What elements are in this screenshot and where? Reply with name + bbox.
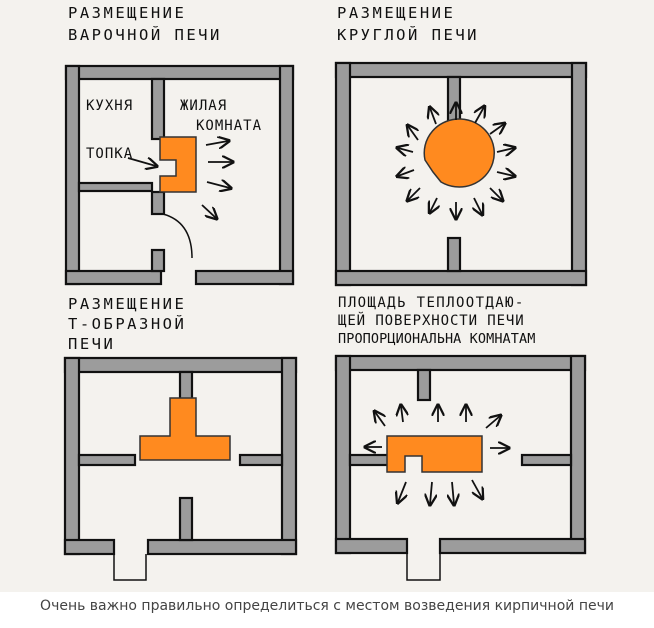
stove [386,435,483,473]
plan-title: ПЛОЩАДЬ ТЕПЛООТДАЮ- [338,295,525,311]
room-label-kitchen: КУХНЯ [86,98,134,114]
plan-proportional-stove [334,354,587,581]
wall [520,453,573,467]
arrow [489,187,502,200]
wall [63,538,116,556]
arrow [474,197,482,214]
arrow [452,481,454,504]
arrow [401,406,403,423]
arrow [430,197,437,212]
wall [146,538,298,556]
room-label-living: КОМНАТА [196,118,263,134]
arrow [496,148,514,152]
plan-title: КРУГЛОЙ ПЕЧИ [337,26,479,44]
plan-title: Т-ОБРАЗНОЙ [68,315,187,333]
arrow [398,148,414,152]
wall [334,61,588,79]
arrow [489,124,504,134]
plan-title: РАЗМЕЩЕНИЕ [68,295,187,313]
illustration-sheet [0,0,654,592]
plan-title: РАЗМЕЩЕНИЕ [337,4,456,22]
stove [139,397,231,461]
arrow [201,204,216,218]
wall [150,190,166,216]
wall [77,181,154,193]
arrow [471,479,482,498]
arrow [375,412,385,427]
arrow [430,108,436,125]
wall [64,64,295,81]
wall [63,356,298,374]
arrow [206,182,230,188]
plan-round-stove [334,61,588,287]
arrow [398,170,415,176]
wall [238,453,284,467]
wall [334,537,409,555]
floor-plans-illustration [63,61,588,581]
wall [569,354,587,555]
arrow [398,481,406,502]
wall [194,269,295,286]
wall [77,453,137,467]
plan-title: ПЕЧИ [68,335,116,353]
arrow [408,187,421,200]
wall [334,269,588,287]
plan-t-shaped-stove [63,356,298,581]
wall [280,356,298,556]
plan-title: ЩЕЙ ПОВЕРХНОСТИ ПЕЧИ [338,313,525,329]
wall [334,354,352,555]
firebox-label: ТОПКА [86,146,134,162]
plan-title: ВАРОЧНОЙ ПЕЧИ [68,26,222,44]
wall [334,354,587,372]
plan-cooking-stove [64,64,295,286]
plan-title: РАЗМЕЩЕНИЕ [68,4,187,22]
arrow [475,107,484,124]
arrow [127,157,156,166]
wall [178,496,194,542]
arrow [496,172,514,176]
plan-title: ПРОПОРЦИОНАЛЬНА КОМНАТАМ [338,331,536,347]
wall [150,77,166,141]
arrow [430,481,432,504]
door-swing [162,213,193,259]
wall [570,61,588,287]
stove [159,136,197,193]
wall [348,453,390,467]
wall [63,356,81,556]
arrow [408,126,418,141]
arrow [205,141,228,145]
wall [178,370,194,402]
wall [334,61,352,287]
image-caption: Очень важно правильно определиться с мес… [40,598,614,614]
wall [416,368,432,402]
wall [150,248,166,273]
door [406,553,441,581]
door [113,554,147,581]
wall [446,236,462,273]
arrow [485,416,500,429]
wall [278,64,295,286]
wall [64,64,81,286]
stove [423,118,495,188]
wall [438,537,587,555]
wall [64,269,163,286]
room-label-living: ЖИЛАЯ [180,98,228,114]
